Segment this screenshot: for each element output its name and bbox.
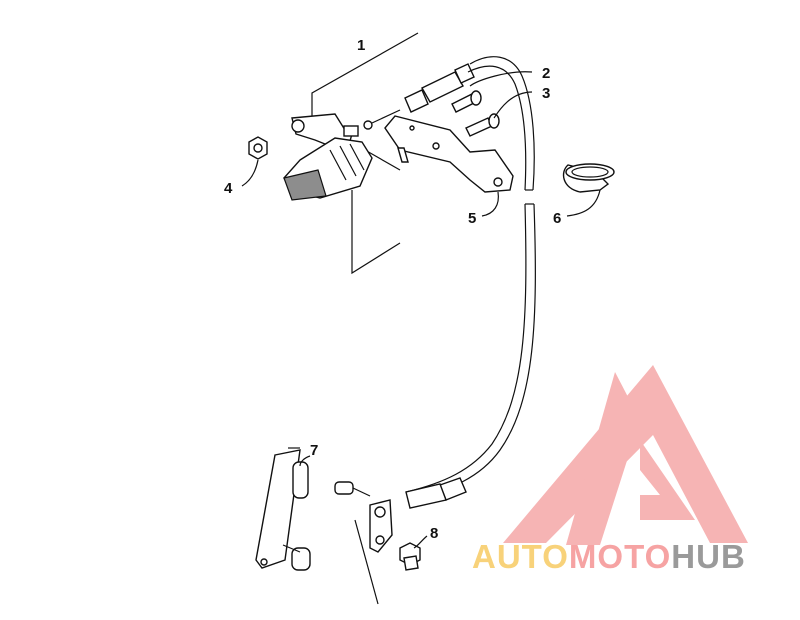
callout-4: 4 — [224, 180, 233, 197]
leader-lines — [241, 71, 601, 549]
callout-labels: 1 2 3 4 5 6 7 8 — [224, 37, 561, 542]
callout-7: 7 — [310, 442, 318, 459]
watermark-text: AUTOMOTOHUB — [472, 538, 746, 575]
cable-clip — [562, 163, 615, 193]
linkage-pin — [334, 481, 371, 497]
lower-bracket-leader-lines — [354, 519, 379, 605]
lower-lever-bracket — [255, 447, 311, 571]
callout-2: 2 — [542, 65, 550, 82]
watermark-logo — [503, 365, 748, 545]
watermark-m-shape — [566, 372, 640, 545]
callout-6: 6 — [553, 210, 561, 227]
cable-pin — [363, 109, 401, 130]
callout-1: 1 — [357, 37, 365, 54]
watermark-g-shape — [640, 440, 695, 520]
throttle-lever-assembly — [283, 113, 373, 201]
watermark-auto: AUTO — [472, 538, 569, 575]
cable-bracket — [384, 115, 514, 193]
callout-3: 3 — [542, 85, 550, 102]
watermark-moto: MOTO — [569, 538, 671, 575]
mounting-screw-2 — [465, 113, 500, 137]
mounting-screw-1 — [451, 90, 482, 113]
cable-end-fitting — [404, 63, 475, 113]
lower-cable-anchor — [369, 499, 393, 553]
throttle-cable — [405, 56, 536, 509]
anchor-bolt — [399, 542, 421, 571]
part-1-group-bracket — [311, 32, 419, 275]
watermark-hub: HUB — [671, 538, 746, 575]
callout-5: 5 — [468, 210, 476, 227]
lock-nut — [248, 136, 268, 160]
callout-8: 8 — [430, 525, 438, 542]
